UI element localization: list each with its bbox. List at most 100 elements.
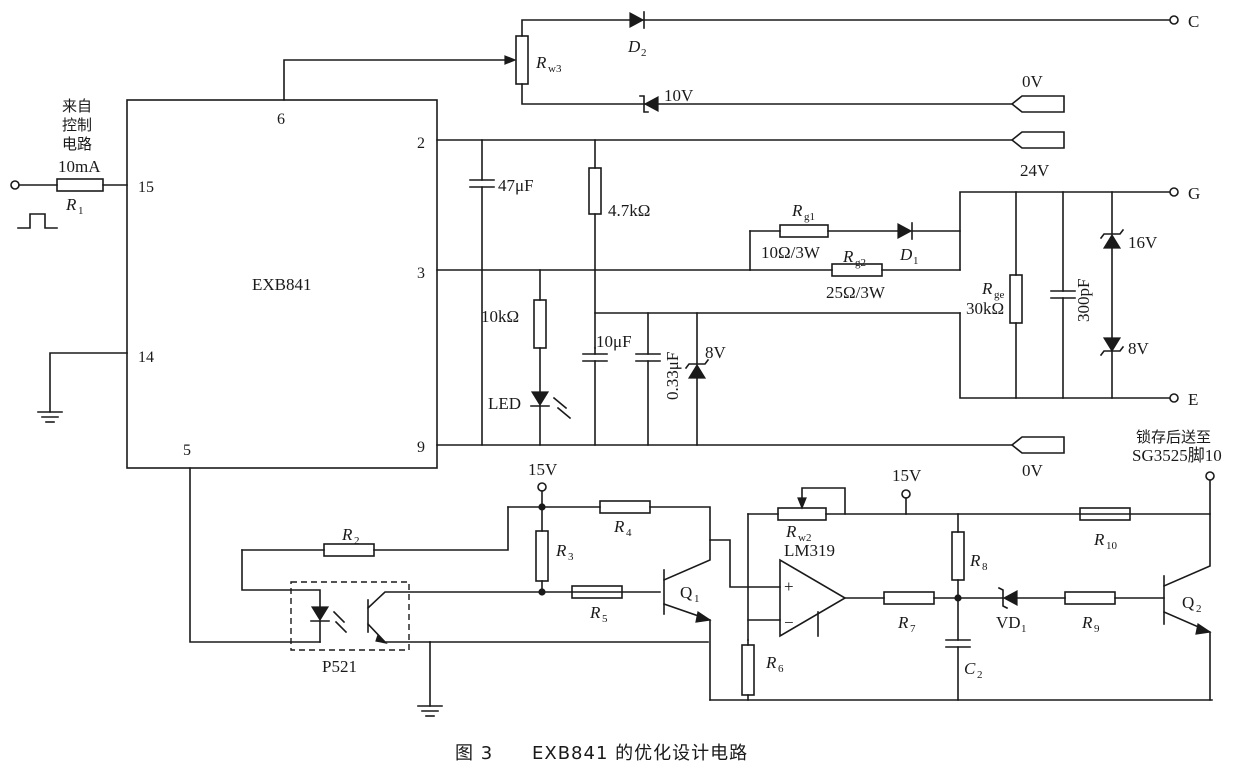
r4k7-resistor xyxy=(588,167,602,215)
source-text-1: 来自 xyxy=(62,97,92,115)
c10-label: 10μF xyxy=(596,332,632,351)
rg1-value: 10Ω/3W xyxy=(761,243,821,262)
rge-sub: ge xyxy=(994,289,1005,301)
pin-15-label: 15 xyxy=(138,179,154,196)
pin-2-label: 2 xyxy=(417,135,425,152)
vd1-sub: 1 xyxy=(1021,623,1027,635)
r4-sub: 4 xyxy=(626,527,632,539)
d1-diode xyxy=(897,222,913,240)
c300-label: 300pF xyxy=(1074,279,1093,322)
r8-resistor xyxy=(951,531,965,581)
rge-value: 30kΩ xyxy=(966,299,1004,318)
r7-resistor xyxy=(883,591,935,605)
q2-label: Q xyxy=(1182,593,1194,612)
rg1-resistor xyxy=(779,224,829,238)
rw3-sub: w3 xyxy=(548,63,562,75)
rw3-label: R xyxy=(535,53,547,72)
r10k-resistor xyxy=(533,299,547,349)
p521-label: P521 xyxy=(322,657,357,676)
led xyxy=(530,391,550,407)
pin-9-label: 9 xyxy=(417,439,425,456)
rge-label: R xyxy=(981,279,993,298)
d2-label: D xyxy=(627,37,641,56)
q2-sub: 2 xyxy=(1196,603,1202,615)
bottom-section: P521 R 2 15V R 4 R xyxy=(189,428,1222,717)
r5-resistor xyxy=(571,585,623,599)
figure-title: EXB841 的优化设计电路 xyxy=(532,743,748,764)
zener-10v xyxy=(643,95,659,113)
rge-resistor xyxy=(1009,274,1023,324)
middle-section: 47μF 4.7kΩ 10kΩ LED 10μF 0.33μF xyxy=(436,139,1065,480)
zener-10v-label: 10V xyxy=(664,86,694,105)
vd1-label: VD xyxy=(996,613,1021,632)
figure-number: 图 3 xyxy=(455,743,493,764)
v15-terminal-b xyxy=(901,489,911,499)
z8-label: 8V xyxy=(705,343,727,362)
r7-sub: 7 xyxy=(910,623,916,635)
vd1-zener xyxy=(1002,589,1018,607)
output-text-2: SG3525脚10 xyxy=(1132,446,1222,465)
wiper-arrow xyxy=(504,55,517,65)
rw3-potentiometer xyxy=(515,35,529,85)
opto-led xyxy=(310,606,330,622)
terminal-c-label: C xyxy=(1188,12,1199,31)
comp-minus: − xyxy=(784,613,794,632)
terminal-g-label: G xyxy=(1188,184,1200,203)
connector-24v xyxy=(1010,131,1065,149)
connector-0v-top xyxy=(1010,95,1065,113)
pin-3-label: 3 xyxy=(417,265,425,282)
r1-label: R xyxy=(65,195,77,214)
r9-resistor xyxy=(1064,591,1116,605)
r2-label: R xyxy=(341,525,353,544)
r3-resistor xyxy=(535,530,549,582)
output-terminal xyxy=(1205,471,1215,481)
rg1-label: R xyxy=(791,201,803,220)
rg2-label: R xyxy=(842,247,854,266)
terminal-c xyxy=(1169,15,1179,25)
zener-16v xyxy=(1102,233,1122,249)
rw2-label: R xyxy=(785,522,797,541)
v15a-label: 15V xyxy=(528,460,558,479)
v24-label: 24V xyxy=(1020,161,1050,180)
pulse-waveform xyxy=(17,213,58,229)
source-text-3: 电路 xyxy=(62,135,92,153)
r6-sub: 6 xyxy=(778,663,784,675)
input-section: 来自 控制 电路 10mA R 1 xyxy=(10,97,128,423)
pin-14-label: 14 xyxy=(138,349,154,366)
pin-6-label: 6 xyxy=(277,111,285,128)
r7-label: R xyxy=(897,613,909,632)
terminal-g xyxy=(1169,187,1179,197)
lm319-comparator xyxy=(779,558,847,638)
v15-terminal-a xyxy=(537,482,547,492)
p521-optocoupler xyxy=(290,581,410,651)
rg2-value: 25Ω/3W xyxy=(826,283,886,302)
r5-sub: 5 xyxy=(602,613,608,625)
d1-label: D xyxy=(899,245,913,264)
r4-label: R xyxy=(613,517,625,536)
exb841-body xyxy=(126,99,438,469)
rg1-sub: g1 xyxy=(804,211,815,223)
r10-label: R xyxy=(1093,530,1105,549)
c033-label: 0.33μF xyxy=(663,352,682,400)
led-label: LED xyxy=(488,394,521,413)
input-terminal xyxy=(10,180,20,190)
r9-sub: 9 xyxy=(1094,623,1100,635)
q1-sub: 1 xyxy=(694,593,700,605)
rw2-sub: w2 xyxy=(798,532,811,544)
rw2-potentiometer xyxy=(777,507,827,521)
source-text-2: 控制 xyxy=(62,116,92,134)
zener-8v-gate xyxy=(1102,337,1122,353)
c2-label: C xyxy=(964,659,976,678)
r10-sub: 10 xyxy=(1106,540,1118,552)
r8-label: R xyxy=(969,551,981,570)
d1-sub: 1 xyxy=(913,255,919,267)
pin-5-label: 5 xyxy=(183,442,191,459)
r1-resistor xyxy=(56,178,104,192)
v15b-label: 15V xyxy=(892,466,922,485)
d2-sub: 2 xyxy=(641,47,647,59)
q1-label: Q xyxy=(680,583,692,602)
comp-plus: + xyxy=(784,577,794,596)
r9-label: R xyxy=(1081,613,1093,632)
r10k-label: 10kΩ xyxy=(481,307,519,326)
